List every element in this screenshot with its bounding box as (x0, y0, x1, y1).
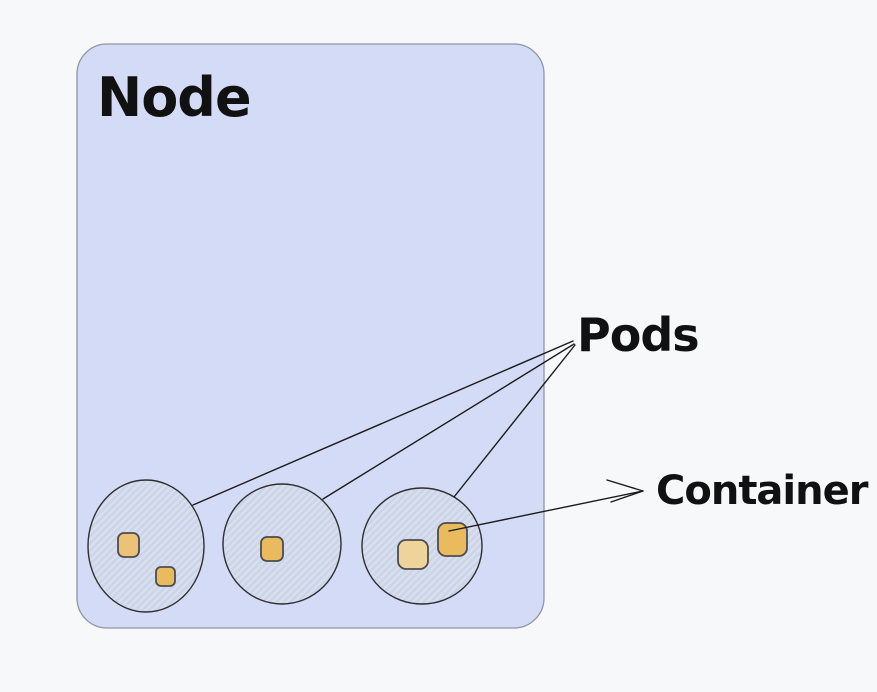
container-arrowhead (606, 479, 644, 503)
pods-label: Pods (577, 308, 699, 362)
pod-3-container-2 (437, 522, 468, 557)
node-rect (76, 43, 545, 629)
container-arrow-shaft (448, 490, 644, 532)
pods-pointer-line-2 (322, 343, 575, 500)
pods-pointer-line-3 (453, 344, 576, 498)
pod-1-circle (87, 479, 205, 613)
pod-1-container-2 (155, 566, 176, 587)
pod-3-container-1 (397, 539, 429, 570)
pods-pointer-line-1 (192, 340, 574, 506)
pod-1-container-1 (117, 532, 140, 558)
container-label: Container (656, 468, 869, 514)
node-label: Node (97, 66, 251, 129)
pod-2-container-1 (260, 536, 284, 562)
